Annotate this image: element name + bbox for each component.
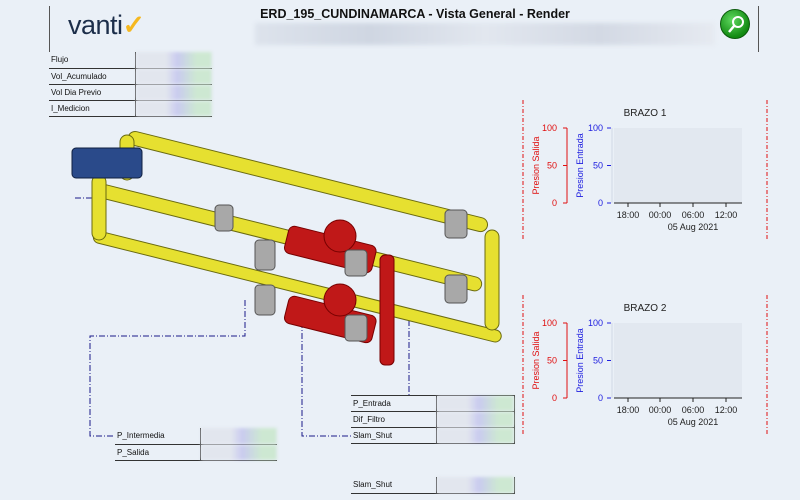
magnifier-icon[interactable] <box>720 9 750 39</box>
table-row: P_Salida <box>115 444 277 461</box>
x-date-label: 05 Aug 2021 <box>668 417 719 427</box>
chart-title: BRAZO 1 <box>624 108 667 119</box>
table-row: P_Entrada <box>351 395 515 412</box>
y2-axis-label: Presion Entrada <box>575 328 585 393</box>
row-label: Slam_Shut <box>351 427 437 444</box>
row-label: Slam_Shut <box>351 477 437 494</box>
y1-tick-label: 50 <box>547 356 557 366</box>
x-tick-label: 00:00 <box>649 405 672 415</box>
chart-brazo-1: BRAZO 1 100 50 0 100 50 0 Presion Salida Presion… <box>522 100 768 240</box>
table-row: Dif_Filtro <box>351 411 515 428</box>
x-tick-label: 00:00 <box>649 210 672 220</box>
y1-tick-label: 0 <box>552 198 557 208</box>
row-value <box>436 395 515 412</box>
table-row: Slam_Shut <box>351 477 515 494</box>
row-label: P_Salida <box>115 444 201 461</box>
row-label: Dif_Filtro <box>351 411 437 428</box>
chart-title: BRAZO 2 <box>624 303 667 314</box>
row-label: P_Intermedia <box>115 428 201 445</box>
row-label: Vol_Acumulado <box>49 68 136 85</box>
y2-tick-label: 0 <box>598 393 603 403</box>
plot-area <box>614 128 742 203</box>
y1-axis-label: Presion Salida <box>531 331 541 389</box>
flow-table: Flujo Vol_Acumulado Vol Dia Previo I_Med… <box>49 52 212 117</box>
row-value <box>436 477 515 494</box>
plot-area <box>614 323 742 398</box>
table-row: P_Intermedia <box>115 428 277 445</box>
row-value <box>436 411 515 428</box>
x-date-label: 05 Aug 2021 <box>668 222 719 232</box>
row-value <box>436 427 515 444</box>
x-tick-label: 06:00 <box>682 210 705 220</box>
gas-meter <box>71 147 143 179</box>
row-value <box>135 68 212 85</box>
y1-axis-label: Presion Salida <box>531 136 541 194</box>
row-value <box>200 444 277 461</box>
row-value <box>200 428 277 445</box>
chart-brazo-2: BRAZO 2 100 50 0 100 50 0 Presion Salida Presion… <box>522 295 768 435</box>
y2-tick-label: 100 <box>588 318 603 328</box>
x-tick-label: 12:00 <box>715 405 738 415</box>
table-row: Vol Dia Previo <box>49 84 212 101</box>
y1-tick-label: 100 <box>542 318 557 328</box>
row-label: I_Medicion <box>49 100 136 117</box>
page-title: ERD_195_CUNDINAMARCA - Vista General - R… <box>260 7 570 21</box>
y2-tick-label: 50 <box>593 161 603 171</box>
row-value <box>135 84 212 101</box>
table-row: Vol_Acumulado <box>49 68 212 85</box>
row-label: P_Entrada <box>351 395 437 412</box>
filter-table: P_Entrada Dif_Filtro Slam_Shut <box>351 395 515 444</box>
row-value <box>135 100 212 117</box>
y2-tick-label: 50 <box>593 356 603 366</box>
row-value <box>135 52 212 69</box>
x-tick-label: 18:00 <box>617 210 640 220</box>
y2-tick-label: 100 <box>588 123 603 133</box>
y2-tick-label: 0 <box>598 198 603 208</box>
x-tick-label: 18:00 <box>617 405 640 415</box>
y1-tick-label: 100 <box>542 123 557 133</box>
x-tick-label: 12:00 <box>715 210 738 220</box>
valves <box>214 204 468 342</box>
slam-shut-table: Slam_Shut <box>351 477 515 494</box>
pressure-table: P_Intermedia P_Salida <box>115 428 277 461</box>
row-label: Flujo <box>49 52 136 69</box>
table-row: I_Medicion <box>49 100 212 117</box>
vanti-logo: vanti✓ <box>68 10 145 40</box>
header-divider <box>758 6 759 52</box>
table-row: Slam_Shut <box>351 427 515 444</box>
y2-axis-label: Presion Entrada <box>575 133 585 198</box>
table-row: Flujo <box>49 52 212 69</box>
x-tick-label: 06:00 <box>682 405 705 415</box>
header-divider <box>49 6 50 52</box>
header-status-blurred <box>255 23 715 45</box>
row-label: Vol Dia Previo <box>49 84 136 101</box>
y1-tick-label: 50 <box>547 161 557 171</box>
y1-tick-label: 0 <box>552 393 557 403</box>
